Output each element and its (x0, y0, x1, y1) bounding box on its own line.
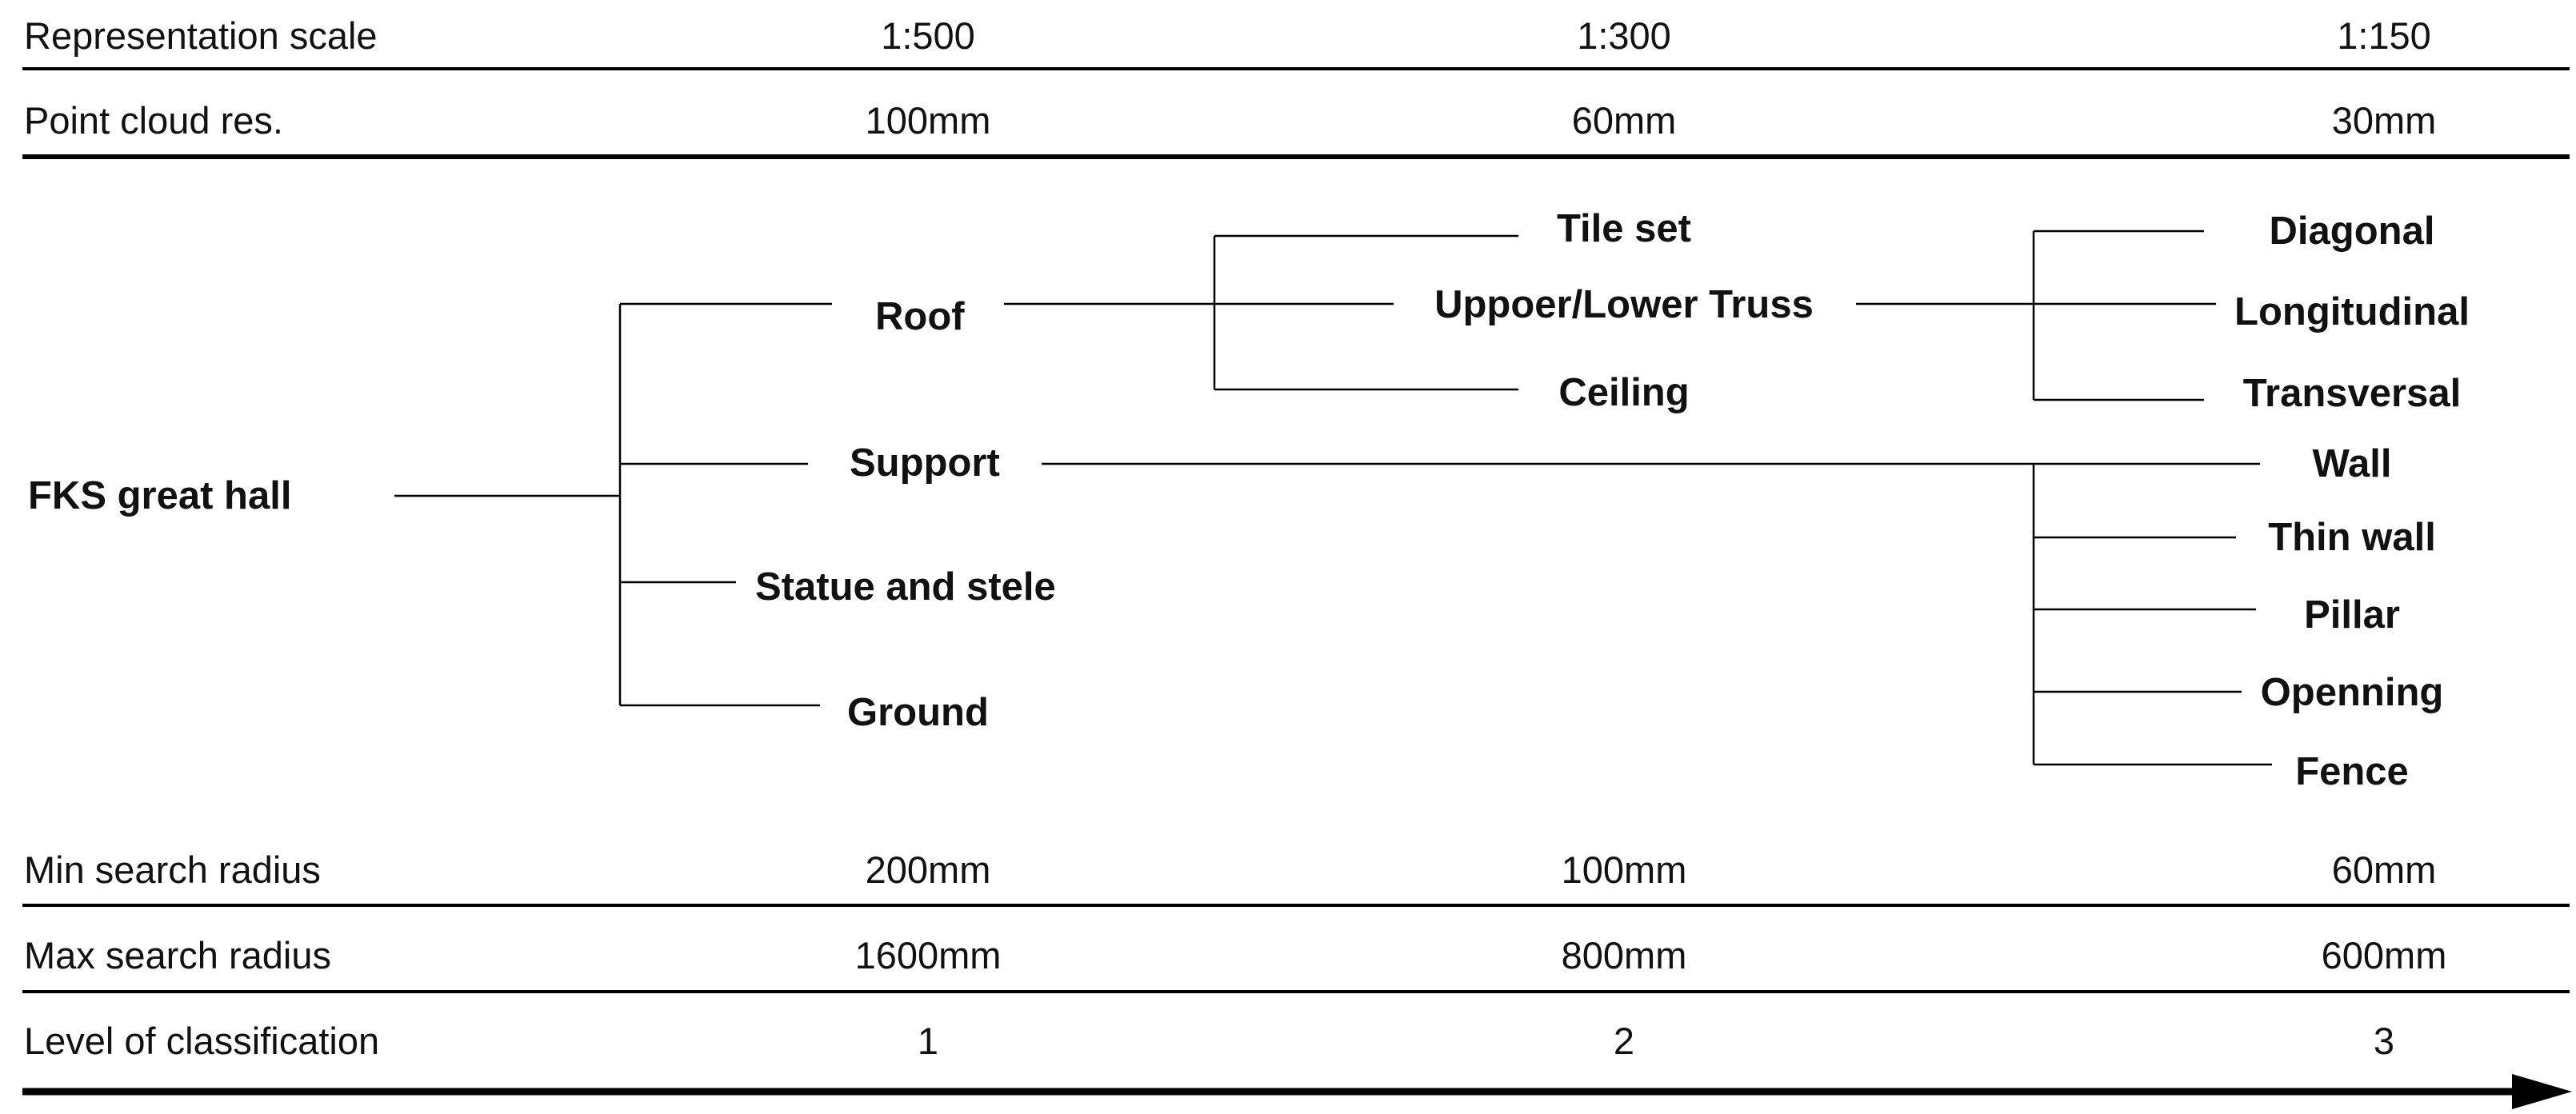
row-label-representation-scale: Representation scale (24, 14, 378, 57)
root-node-label: FKS great hall (28, 474, 291, 517)
representation-scale-level-1: 1:500 (881, 14, 975, 57)
node-longitudinal: Longitudinal (2234, 290, 2470, 333)
representation-scale-level-3: 1:150 (2337, 14, 2431, 57)
node-statue-and-stele: Statue and stele (755, 565, 1056, 609)
arrow-head-icon (2512, 1074, 2572, 1109)
node-roof: Roof (875, 295, 965, 338)
top-table: Representation scale 1:500 1:300 1:150 P… (22, 14, 2570, 159)
min-search-radius-level-2: 100mm (1562, 848, 1687, 891)
row-label-min-search-radius: Min search radius (24, 848, 321, 891)
bottom-table: Min search radius 200mm 100mm 60mm Max s… (22, 848, 2570, 1062)
node-tile-set: Tile set (1557, 207, 1691, 250)
tree-labels: FKS great hall Roof Support Statue and s… (28, 207, 2470, 793)
classification-level-1: 1 (918, 1020, 938, 1062)
classification-level-2: 2 (1614, 1020, 1634, 1062)
node-pillar: Pillar (2304, 593, 2400, 637)
classification-level-3: 3 (2374, 1020, 2394, 1062)
row-label-max-search-radius: Max search radius (24, 934, 331, 976)
min-search-radius-level-1: 200mm (866, 848, 991, 891)
node-diagonal: Diagonal (2270, 210, 2435, 253)
min-search-radius-level-3: 60mm (2332, 848, 2437, 891)
representation-scale-level-2: 1:300 (1577, 14, 1671, 57)
node-ceiling: Ceiling (1558, 371, 1689, 414)
node-fence: Fence (2295, 750, 2409, 793)
point-cloud-res-level-2: 60mm (1572, 99, 1677, 142)
row-label-level-of-classification: Level of classification (24, 1020, 379, 1062)
max-search-radius-level-2: 800mm (1562, 934, 1687, 976)
node-transversal: Transversal (2243, 372, 2461, 415)
node-upper-lower-truss: Uppoer/Lower Truss (1434, 283, 1814, 326)
node-thin-wall: Thin wall (2268, 516, 2436, 559)
max-search-radius-level-1: 1600mm (855, 934, 1002, 976)
point-cloud-res-level-3: 30mm (2332, 99, 2437, 142)
node-openning: Openning (2261, 671, 2444, 714)
tree-connectors (394, 230, 2272, 766)
node-wall: Wall (2313, 442, 2392, 485)
node-ground: Ground (847, 691, 989, 734)
level-progression-arrow (22, 1074, 2572, 1109)
max-search-radius-level-3: 600mm (2322, 934, 2447, 976)
point-cloud-res-level-1: 100mm (866, 99, 991, 142)
row-label-point-cloud-res: Point cloud res. (24, 99, 283, 142)
node-support: Support (850, 441, 1000, 485)
